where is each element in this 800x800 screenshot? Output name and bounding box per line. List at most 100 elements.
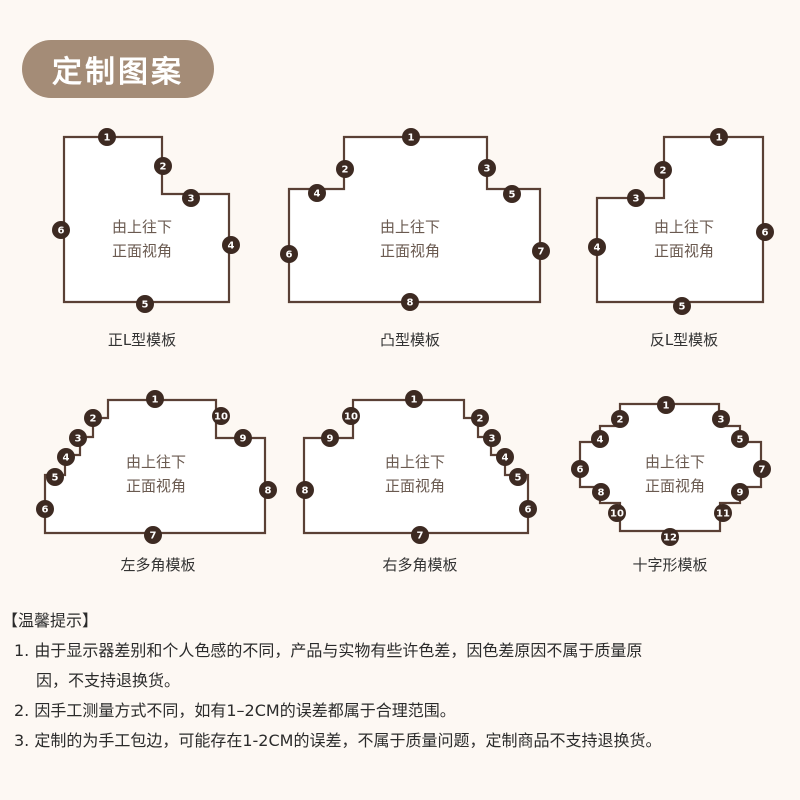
view-label-line2: 正面视角 <box>385 477 445 495</box>
marker-number: 8 <box>598 488 605 499</box>
notes-title: 【温馨提示】 <box>2 611 99 630</box>
edge-marker: 10 <box>212 407 230 425</box>
edge-marker: 3 <box>627 189 645 207</box>
marker-circle <box>36 500 54 518</box>
edge-marker: 1 <box>402 128 420 146</box>
marker-number: 12 <box>663 533 677 544</box>
marker-circle <box>627 189 645 207</box>
marker-number: 3 <box>188 194 195 205</box>
edge-marker: 8 <box>296 481 314 499</box>
edge-marker: 12 <box>661 528 679 546</box>
marker-number: 9 <box>240 434 247 445</box>
template-caption: 左多角模板 <box>120 556 195 574</box>
template-caption: 正L型模板 <box>108 331 176 349</box>
template-outline <box>287 135 542 304</box>
edge-marker: 6 <box>280 245 298 263</box>
marker-circle <box>661 528 679 546</box>
marker-circle <box>280 245 298 263</box>
marker-number: 6 <box>58 226 65 237</box>
marker-circle <box>591 430 609 448</box>
marker-number: 1 <box>104 133 111 144</box>
edge-marker: 7 <box>144 526 162 544</box>
marker-circle <box>405 390 423 408</box>
edge-marker: 8 <box>592 483 610 501</box>
view-label-line1: 由上往下 <box>380 218 440 236</box>
edge-marker: 7 <box>753 460 771 478</box>
marker-number: 3 <box>75 434 82 445</box>
edge-marker: 6 <box>756 223 774 241</box>
marker-number: 11 <box>716 509 730 520</box>
marker-circle <box>714 504 732 522</box>
marker-circle <box>296 481 314 499</box>
marker-circle <box>509 468 527 486</box>
marker-circle <box>321 429 339 447</box>
marker-circle <box>234 429 252 447</box>
edge-marker: 3 <box>483 429 501 447</box>
marker-number: 8 <box>265 486 272 497</box>
edge-marker: 8 <box>401 293 419 311</box>
edge-marker: 4 <box>496 448 514 466</box>
marker-number: 2 <box>90 414 97 425</box>
marker-circle <box>212 407 230 425</box>
marker-number: 4 <box>63 453 70 464</box>
marker-number: 3 <box>718 415 725 426</box>
edge-marker: 9 <box>234 429 252 447</box>
note-line-2: 2. 因手工测量方式不同，如有1–2CM的误差都属于合理范围。 <box>14 701 456 720</box>
marker-circle <box>712 410 730 428</box>
edge-marker: 1 <box>710 128 728 146</box>
edge-marker: 4 <box>591 430 609 448</box>
edge-marker: 1 <box>405 390 423 408</box>
marker-circle <box>342 407 360 425</box>
marker-number: 5 <box>509 190 516 201</box>
edge-marker: 9 <box>731 483 749 501</box>
marker-number: 1 <box>152 395 159 406</box>
marker-circle <box>756 223 774 241</box>
marker-circle <box>84 409 102 427</box>
marker-number: 1 <box>716 133 723 144</box>
notes-section: 【温馨提示】 1. 由于显示器差别和个人色感的不同，产品与实物有些许色差，因色差… <box>0 606 800 756</box>
marker-number: 3 <box>633 194 640 205</box>
marker-circle <box>478 159 496 177</box>
marker-circle <box>259 481 277 499</box>
marker-circle <box>144 526 162 544</box>
edge-marker: 1 <box>146 390 164 408</box>
edge-marker: 5 <box>509 468 527 486</box>
view-label-line1: 由上往下 <box>654 218 714 236</box>
edge-marker: 4 <box>588 238 606 256</box>
edge-marker: 3 <box>478 159 496 177</box>
marker-circle <box>608 504 626 522</box>
edge-marker: 2 <box>471 409 489 427</box>
marker-circle <box>496 448 514 466</box>
marker-circle <box>588 238 606 256</box>
marker-circle <box>571 460 589 478</box>
edge-marker: 6 <box>571 460 589 478</box>
marker-number: 5 <box>515 473 522 484</box>
edge-marker: 5 <box>731 430 749 448</box>
marker-circle <box>471 409 489 427</box>
marker-circle <box>654 161 672 179</box>
marker-circle <box>308 184 326 202</box>
edge-marker: 6 <box>519 500 537 518</box>
note-line-1: 1. 由于显示器差别和个人色感的不同，产品与实物有些许色差，因色差原因不属于质量… <box>14 641 643 660</box>
marker-circle <box>182 189 200 207</box>
marker-circle <box>731 483 749 501</box>
marker-circle <box>69 429 87 447</box>
marker-number: 4 <box>502 453 509 464</box>
edge-marker: 6 <box>52 221 70 239</box>
marker-number: 7 <box>150 531 157 542</box>
edge-marker: 4 <box>308 184 326 202</box>
marker-number: 7 <box>538 247 545 258</box>
section-title: 定制图案 <box>52 55 184 90</box>
edge-marker: 2 <box>336 160 354 178</box>
marker-number: 4 <box>597 435 604 446</box>
marker-number: 3 <box>484 164 491 175</box>
marker-number: 5 <box>142 300 149 311</box>
edge-marker: 4 <box>57 448 75 466</box>
marker-circle <box>411 526 429 544</box>
edge-marker: 8 <box>259 481 277 499</box>
